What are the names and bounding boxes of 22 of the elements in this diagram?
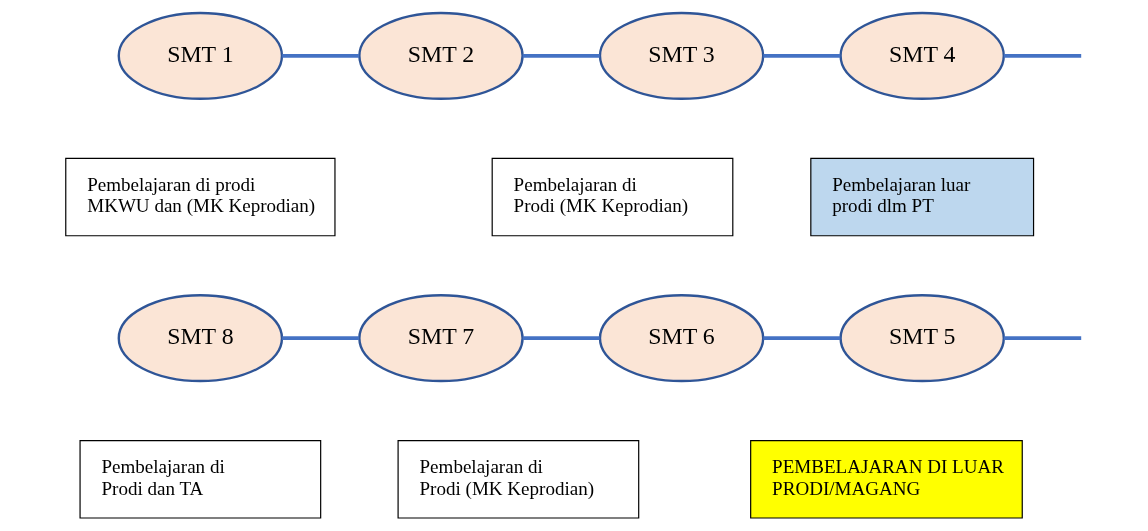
node-box: Pembelajaran luar prodi dlm PT [810, 157, 1035, 237]
node-ellipse: SMT 5 [839, 294, 1005, 383]
connector [282, 336, 360, 340]
node-ellipse: SMT 8 [117, 294, 284, 383]
node-box: Pembelajaran di Prodi (MK Keprodian) [397, 440, 640, 519]
connector [522, 336, 600, 340]
node-ellipse: SMT 1 [117, 11, 284, 100]
connector [1003, 336, 1082, 340]
node-box: Pembelajaran di Prodi dan TA [79, 440, 322, 519]
connector [522, 54, 600, 58]
connector [282, 54, 360, 58]
connector [1003, 54, 1082, 58]
node-ellipse: SMT 6 [598, 294, 765, 383]
node-ellipse: SMT 3 [598, 11, 765, 100]
node-box: PEMBELAJARAN DI LUAR PRODI/MAGANG [750, 440, 1023, 519]
node-box: Pembelajaran di prodi MKWU dan (MK Keprodian) [65, 157, 336, 237]
node-box: Pembelajaran di Prodi (MK Keprodian) [491, 157, 734, 237]
connector [763, 336, 841, 340]
node-ellipse: SMT 7 [358, 294, 524, 383]
connector [763, 54, 841, 58]
node-ellipse: SMT 4 [839, 11, 1005, 100]
node-ellipse: SMT 2 [358, 11, 524, 100]
